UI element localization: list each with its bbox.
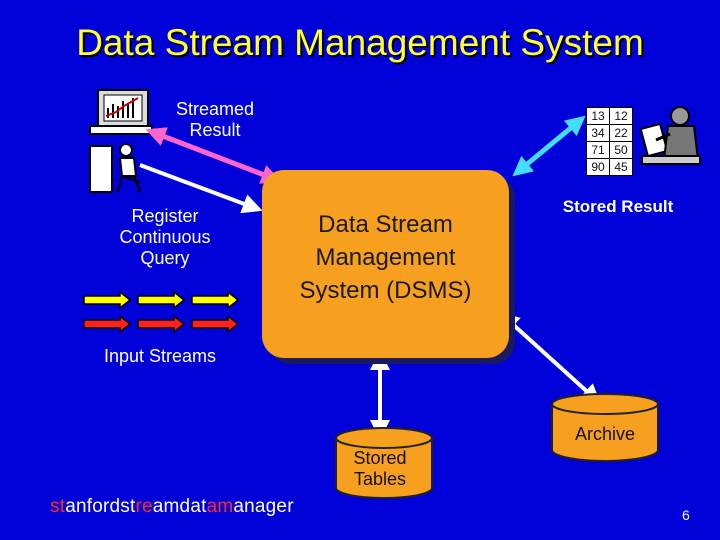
dsms-line3: System (DSMS) xyxy=(299,277,472,304)
dsms-box xyxy=(262,170,509,358)
register-query-arrow xyxy=(139,163,263,214)
table-cell: 13 xyxy=(586,107,610,125)
footer-wordmark: stanfordstreamdatamanager xyxy=(50,496,294,518)
register-query-line3: Query xyxy=(140,248,190,268)
stream-arrow-red-1 xyxy=(83,314,132,334)
table-cell: 45 xyxy=(609,158,633,176)
footer-part: anford xyxy=(65,496,121,517)
table-cell: 34 xyxy=(586,124,610,142)
page-number: 6 xyxy=(682,507,690,523)
stream-arrow-yellow-2 xyxy=(137,290,186,310)
input-streams-label: Input Streams xyxy=(103,346,217,366)
stored-tables-cylinder xyxy=(335,427,433,499)
table-cell: 71 xyxy=(586,141,610,159)
footer-part: anager xyxy=(233,496,294,517)
stored-result-label: Stored Result xyxy=(562,197,674,216)
footer-part: dat xyxy=(179,496,207,517)
person-reading-icon xyxy=(640,106,701,165)
stream-arrow-yellow-1 xyxy=(83,290,132,310)
streamed-result-line1: Streamed xyxy=(175,99,255,119)
archive-cylinder xyxy=(551,393,659,462)
table-cell: 90 xyxy=(586,158,610,176)
dsms-label: Data Stream Management System (DSMS) xyxy=(262,208,509,307)
input-streams-arrows xyxy=(83,290,240,334)
stored-tables-line2: Tables xyxy=(353,469,407,489)
footer-part: am xyxy=(152,496,180,517)
stream-arrow-red-2 xyxy=(137,314,186,334)
table-cell: 12 xyxy=(609,107,633,125)
footer-part: st xyxy=(120,496,136,517)
stored-result-arrow xyxy=(512,115,586,177)
stream-arrow-red-3 xyxy=(191,314,240,334)
streamed-result-arrow xyxy=(145,127,282,184)
stored-tables-label: Stored Tables xyxy=(330,448,430,490)
table-cell: 22 xyxy=(609,124,633,142)
footer-part: re xyxy=(135,496,153,517)
archive-arrow xyxy=(499,311,601,405)
footer-part: am xyxy=(206,496,234,517)
footer-part: st xyxy=(50,496,66,517)
register-query-line1: Register xyxy=(131,206,199,226)
slide-title: Data Stream Management System xyxy=(76,22,644,63)
register-query-label: Register Continuous Query xyxy=(100,206,230,269)
dsms-line2: Management xyxy=(315,244,456,271)
dsms-line1: Data Stream xyxy=(318,211,453,238)
stream-arrow-yellow-3 xyxy=(191,290,240,310)
computer-user-icon xyxy=(89,89,153,193)
archive-label: Archive xyxy=(574,424,636,444)
stored-tables-line1: Stored xyxy=(353,448,407,468)
table-cell: 50 xyxy=(609,141,633,159)
register-query-line2: Continuous xyxy=(119,227,211,247)
